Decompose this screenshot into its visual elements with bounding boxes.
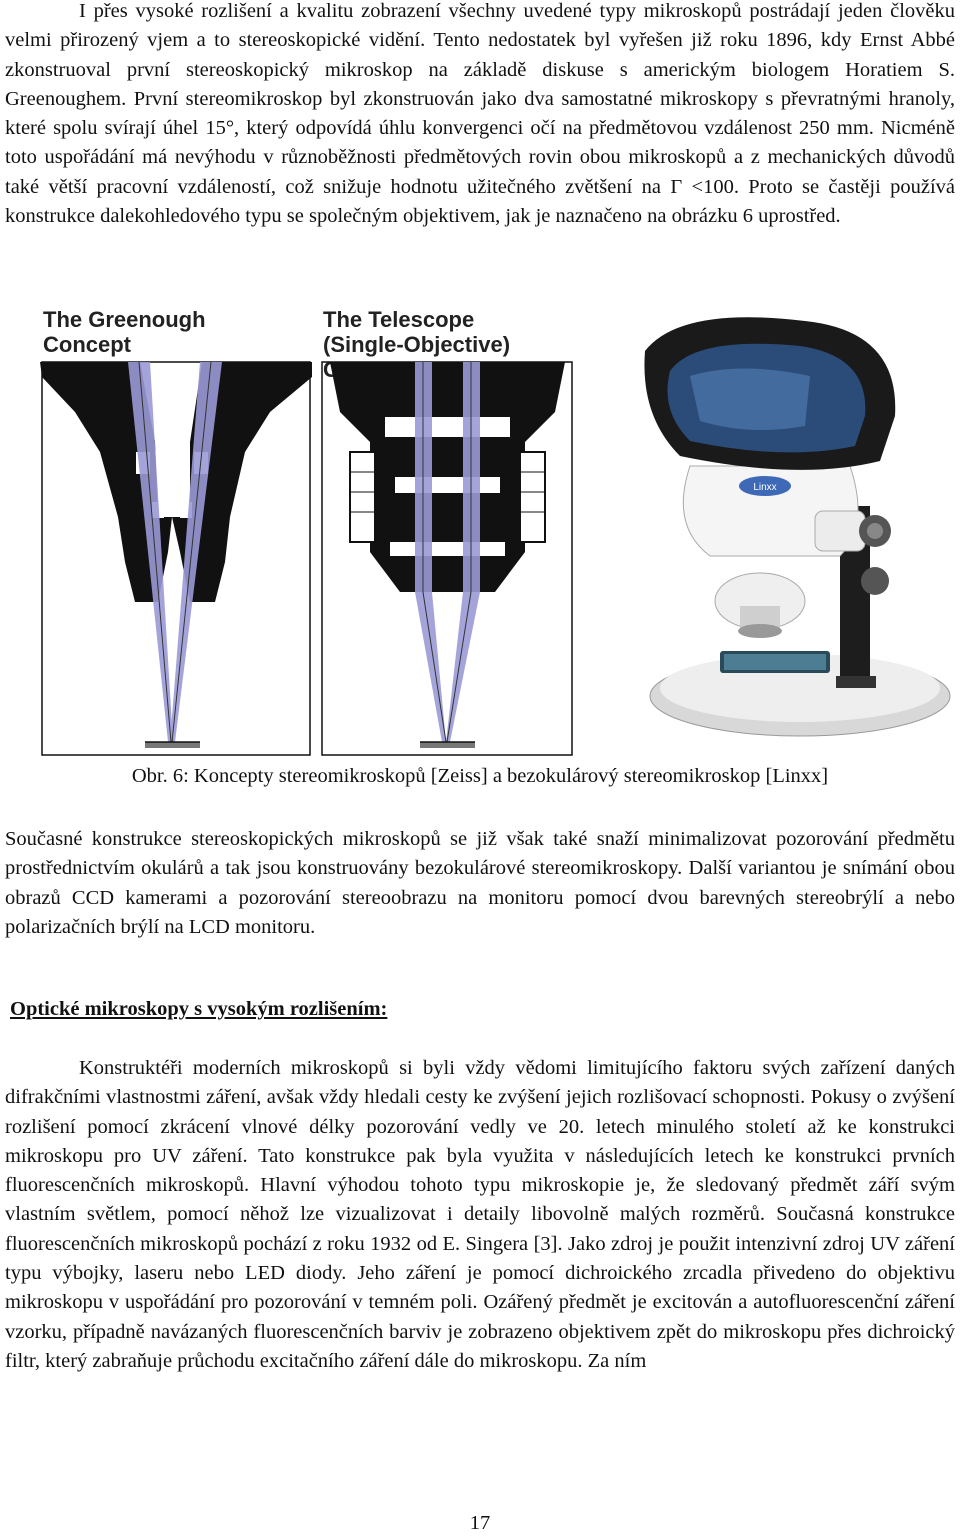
- telescope-title-line1: The Telescope: [323, 307, 475, 332]
- zoom-label-right-3: 3.2: [503, 497, 515, 506]
- greenough-diagram: The Greenough Concept: [40, 302, 312, 758]
- intro-paragraph: I přes vysoké rozlišení a kvalitu zobraz…: [5, 0, 955, 228]
- figure-caption: Obr. 6: Koncepty stereomikroskopů [Zeiss…: [131, 765, 829, 787]
- greenough-title-line2: Concept: [43, 332, 131, 357]
- linxx-microscope-image: Linxx: [600, 296, 960, 762]
- zoom-label-left-1: 2: [383, 473, 388, 482]
- zoom-label-left-3: 3.2: [383, 497, 395, 506]
- greenough-drawing: [40, 361, 312, 756]
- greenough-title-line1: The Greenough: [43, 307, 206, 332]
- section-heading: Optické mikroskopy s vysokým rozlišením:: [10, 998, 388, 1020]
- modern-designs-paragraph: Současné konstrukce stereoskopických mik…: [5, 828, 955, 938]
- page-number: 17: [469, 1512, 491, 1534]
- zoom-label-right-1: 2: [503, 473, 508, 482]
- zoom-label-left-2: 2.5: [383, 485, 395, 494]
- telescope-drawing: 2 2.5 3.2 2 2.5 3.2: [321, 361, 573, 756]
- high-resolution-paragraph: Konstruktéři moderních mikroskopů si byl…: [5, 1057, 955, 1372]
- telescope-diagram: The Telescope (Single-Objective) Concept…: [320, 302, 582, 758]
- brand-label: Linxx: [753, 482, 776, 493]
- microscope-illustration: Linxx: [644, 317, 951, 737]
- zoom-label-right-2: 2.5: [503, 485, 515, 494]
